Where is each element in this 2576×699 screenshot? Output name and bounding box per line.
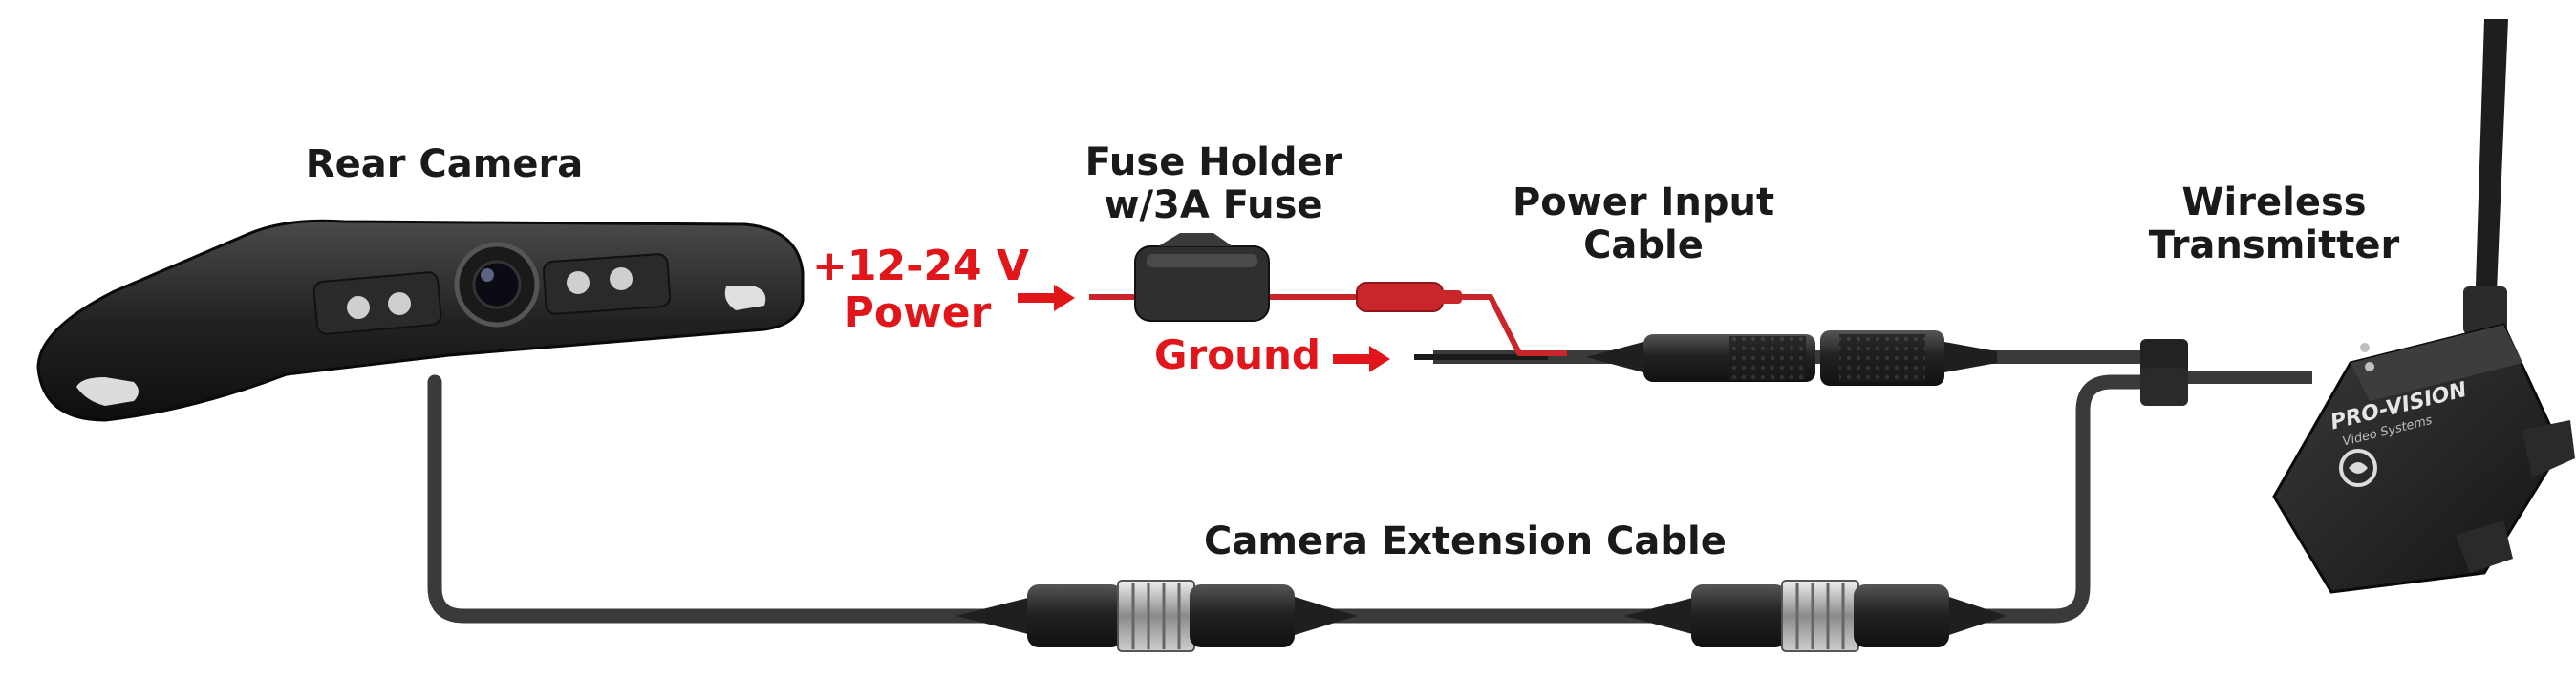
extension-connector-right [1624,580,2007,652]
red-power-wire [1089,294,1567,356]
fuse-holder-label: Fuse Holder w/3A Fuse [1084,140,1342,227]
wireless-transmitter: PRO-VISION Video Systems [2272,19,2575,594]
ground-label: Ground [1154,331,1320,378]
power-label: +12-24 V Power [812,242,1029,338]
extension-connector-left [955,580,1357,652]
camera-extension-cable-label: Camera Extension Cable [1204,519,1727,563]
power-input-cable-label: Power Input Cable [1512,180,1775,267]
transmitter-input-connector [2140,339,2188,406]
fuse-holder [1134,233,1462,322]
power-arrow [1018,285,1075,311]
power-input-connectors [1586,330,1997,386]
wireless-transmitter-label: Wireless Transmitter [2148,180,2400,267]
rear-camera [36,219,805,422]
rear-camera-label: Rear Camera [305,142,584,186]
camera-extension-cable [427,374,2157,624]
ground-arrow [1333,346,1390,372]
